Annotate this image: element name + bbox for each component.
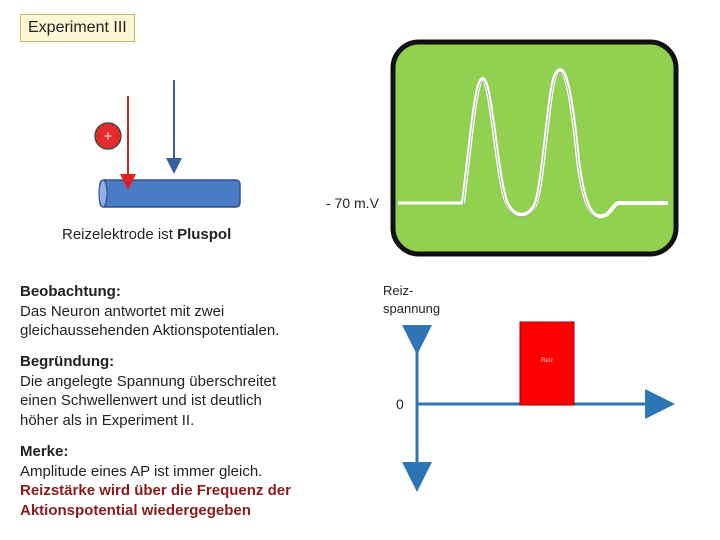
- oscilloscope-screen: [390, 39, 679, 257]
- stimulus-pulse: [519, 321, 575, 406]
- action-potential-shadow: [462, 71, 599, 219]
- reason-heading: Begründung:: [20, 353, 115, 370]
- note-heading: Merke:: [20, 443, 69, 460]
- observation-block: Beobachtung: Das Neuron antwortet mit zw…: [20, 282, 320, 341]
- reason-block: Begründung: Die angelegte Spannung übers…: [20, 352, 320, 430]
- observation-heading: Beobachtung:: [20, 283, 121, 300]
- action-potential-trace: [461, 68, 668, 219]
- resting-potential-label: - 70 m.V: [326, 195, 379, 211]
- experiment-title: Experiment III: [20, 14, 135, 42]
- axon: [98, 179, 241, 208]
- stimulus-axis-label: Reiz- spannung: [383, 283, 441, 316]
- plus-symbol: +: [104, 128, 113, 145]
- pulse-label: Reiz: [540, 358, 553, 364]
- plus-pole-icon: [94, 122, 122, 150]
- stimulus-electrode-caption: Reizelektrode ist Pluspol: [62, 226, 232, 243]
- zero-label: 0: [396, 396, 404, 412]
- note-block: Merke: Amplitude eines AP ist immer glei…: [20, 442, 320, 520]
